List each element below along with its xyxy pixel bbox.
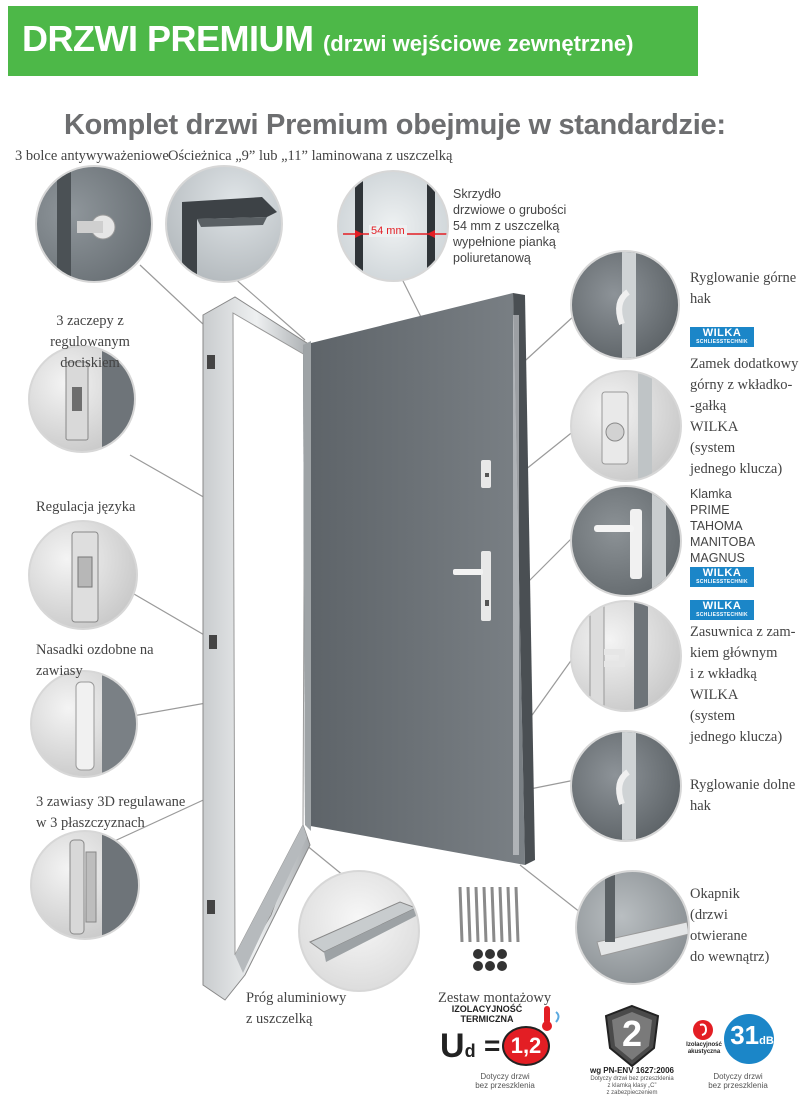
thermometer-icon bbox=[542, 1006, 560, 1031]
bolt-icon bbox=[57, 167, 116, 281]
wilka-logo-1: WILKA SCHLIESSTECHNIK bbox=[690, 327, 754, 347]
drip-label: Okapnik (drzwi otwierane do wewnątrz) bbox=[690, 886, 770, 965]
page-heading: Komplet drzwi Premium obejmuje w standar… bbox=[64, 109, 726, 141]
ear-icon bbox=[693, 1020, 713, 1040]
latch-label: Regulacja języka bbox=[36, 499, 136, 515]
bolts-label: 3 bolce antywyważeniowe bbox=[15, 148, 169, 164]
handle-detail-circle bbox=[570, 485, 682, 597]
leaf-thickness-label: 54 mm bbox=[369, 225, 407, 237]
bolt-detail-circle bbox=[35, 165, 153, 283]
main-lock-detail-circle bbox=[570, 600, 682, 712]
latch-detail-circle bbox=[28, 520, 138, 630]
burglary-class-badge: 2 wg PN-ENV 1627:2006 Dotyczy drzwi bez … bbox=[580, 1004, 684, 1100]
threshold-label: Próg aluminiowy z uszczelką bbox=[246, 990, 347, 1027]
burglary-standard: wg PN-ENV 1627:2006 bbox=[589, 1066, 675, 1075]
acoustic-unit: dB bbox=[759, 1035, 774, 1047]
wilka-logo-3: WILKA SCHLIESSTECHNIK bbox=[690, 600, 754, 620]
thermal-equals: = bbox=[484, 1030, 501, 1061]
extra-lock-label: Zamek dodatkowy górny z wkładko- -gałką … bbox=[690, 356, 799, 477]
thermal-value-circle bbox=[502, 1026, 550, 1066]
door-illustration bbox=[202, 293, 535, 1001]
extra-lock-detail-circle bbox=[570, 370, 682, 482]
threshold-detail-circle bbox=[298, 870, 420, 992]
acoustic-value-circle bbox=[724, 1014, 774, 1064]
burglary-class-value: 2 bbox=[621, 1013, 643, 1054]
banner-subtitle: (drzwi wejściowe zewnętrzne) bbox=[322, 31, 634, 56]
handle-label: Klamka PRIME TAHOMA MANITOBA MAGNUS bbox=[690, 487, 756, 565]
leaf-label: Skrzydło drzwiowe o grubości 54 mm z usz… bbox=[453, 187, 567, 265]
frame-detail-circle bbox=[165, 165, 283, 283]
shield-icon bbox=[604, 1004, 660, 1068]
banner-title: DRZWI PREMIUM (drzwi wejściowe zewnętrzn… bbox=[22, 18, 634, 59]
knob-lock-icon bbox=[601, 372, 652, 480]
bottom-hook-icon bbox=[616, 732, 636, 840]
top-hook-detail-circle bbox=[570, 250, 680, 360]
main-lock-icon bbox=[589, 602, 648, 710]
title-banner: DRZWI PREMIUM (drzwi wejściowe zewnętrzn… bbox=[8, 6, 698, 76]
latch-icon bbox=[71, 531, 99, 623]
caps-label: Nasadki ozdobne na zawiasy bbox=[36, 642, 154, 679]
hinges-label: 3 zawiasy 3D regulawane w 3 płaszczyznac… bbox=[36, 794, 186, 831]
acoustic-value: 31 bbox=[730, 1020, 760, 1050]
drip-detail-circle bbox=[575, 870, 690, 985]
frame-profile-icon bbox=[182, 197, 277, 277]
drip-profile-icon bbox=[596, 872, 688, 957]
hinge-3d-icon bbox=[69, 832, 138, 938]
kit-label: Zestaw montażowy bbox=[438, 990, 552, 1006]
strikes-label: 3 zaczepy z regulowanym dociskiem bbox=[50, 313, 130, 371]
hinge-cap-icon bbox=[75, 672, 136, 776]
threshold-profile-icon bbox=[308, 901, 418, 962]
thermal-symbol: U bbox=[440, 1027, 465, 1065]
bottom-hook-detail-circle bbox=[570, 730, 682, 842]
thermal-badge: IZOLACYJNOŚĆ TERMICZNA Ud = 1,2 Dotyczy … bbox=[440, 1004, 572, 1100]
acoustic-badge: Izolacyjność akustyczna 31dB Dotyczy drz… bbox=[684, 1014, 794, 1100]
mounting-kit-icon bbox=[458, 886, 520, 971]
main-lock-label: Zasuwnica z zam- kiem głównym i z wkładk… bbox=[690, 624, 796, 745]
hinge-3d-detail-circle bbox=[30, 830, 140, 940]
wilka-logo-2: WILKA SCHLIESSTECHNIK bbox=[690, 567, 754, 587]
thermal-subscript: d bbox=[464, 1041, 476, 1061]
thermal-value: 1,2 bbox=[510, 1033, 542, 1058]
hinge-cap-detail-circle bbox=[30, 670, 138, 778]
door-handle-icon bbox=[594, 487, 666, 595]
leaf-thickness-circle: 54 mm bbox=[337, 170, 449, 282]
top-hook-icon bbox=[616, 252, 636, 358]
top-hook-label: Ryglowanie górne hak bbox=[690, 270, 797, 307]
bottom-hook-label: Ryglowanie dolne hak bbox=[690, 777, 796, 814]
frame-label: Ościeżnica „9” lub „11” laminowana z usz… bbox=[168, 148, 453, 164]
